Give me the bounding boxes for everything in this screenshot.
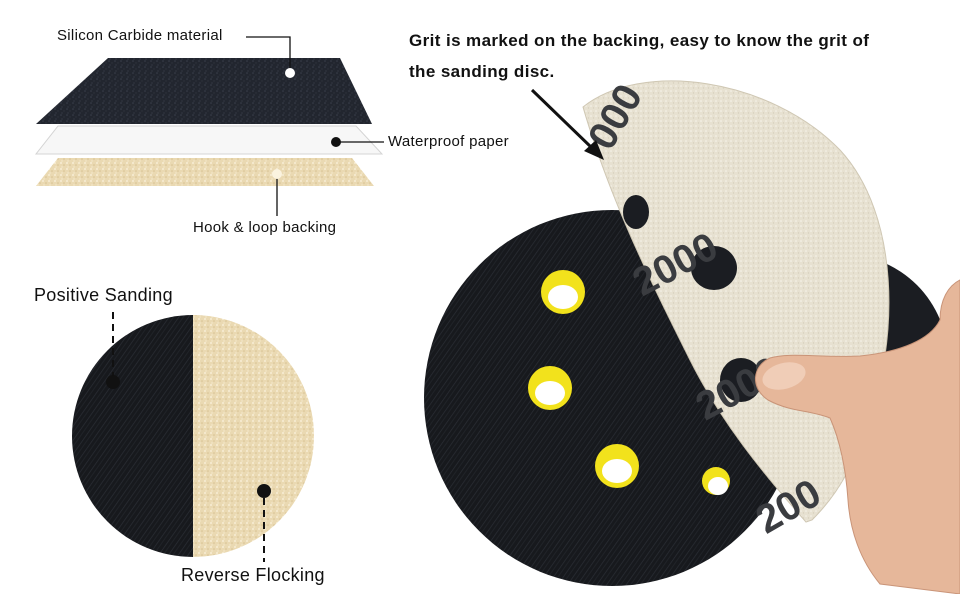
fingernail <box>762 362 806 390</box>
waterproof-marker <box>331 137 341 147</box>
grit-note-line1: Grit is marked on the backing, easy to k… <box>409 31 870 50</box>
reverse-flocking-label: Reverse Flocking <box>181 565 325 585</box>
grit-note-arrowhead <box>584 140 604 160</box>
positive-sanding-label: Positive Sanding <box>34 285 173 305</box>
side-comparison-disc <box>72 315 314 557</box>
main-sanding-disc: 000 2000 2000 200 <box>424 77 960 595</box>
grit-note-line2: the sanding disc. <box>409 62 555 81</box>
hand <box>755 279 960 595</box>
silicon-carbide-marker <box>285 68 295 78</box>
positive-marker <box>106 375 120 389</box>
waterproof-paper-label: Waterproof paper <box>388 133 509 150</box>
reverse-marker <box>257 484 271 498</box>
disc-holes <box>528 270 730 495</box>
grit-note-arrow <box>530 88 594 150</box>
silicon-carbide-layer <box>36 58 372 124</box>
waterproof-paper-layer <box>34 125 384 155</box>
hook-loop-layer <box>36 158 374 186</box>
hook-loop-marker <box>272 169 282 179</box>
hook-loop-label: Hook & loop backing <box>193 219 337 236</box>
silicon-carbide-label: Silicon Carbide material <box>57 27 223 44</box>
silicon-carbide-leader <box>246 36 291 72</box>
